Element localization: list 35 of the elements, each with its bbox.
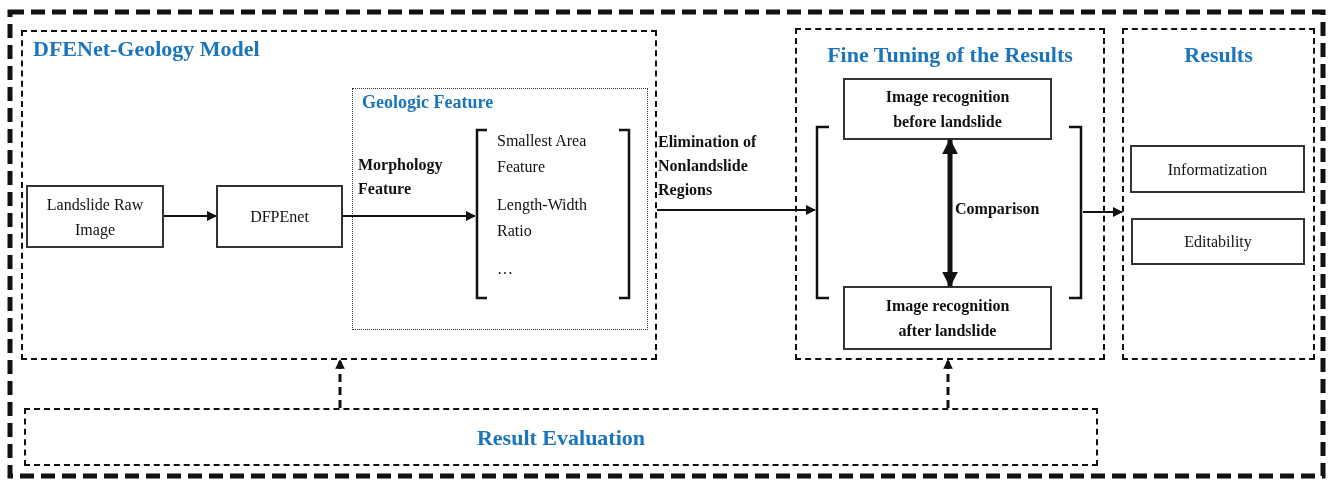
panel-title: Result Evaluation <box>475 425 647 451</box>
feature-item: … <box>497 259 514 279</box>
edge-label: Morphology Feature <box>358 155 444 199</box>
arrow <box>656 205 816 215</box>
dashed-arrow <box>943 359 953 408</box>
panel-title: Fine Tuning of the Results <box>826 42 1074 68</box>
process-box <box>26 185 164 248</box>
module-panel <box>21 30 657 360</box>
panel-title: Results <box>1183 42 1254 68</box>
output-box <box>1130 145 1305 193</box>
arrow <box>942 138 958 288</box>
box-label: DFPEnet <box>249 207 310 227</box>
arrow <box>163 211 217 221</box>
feature-panel <box>352 88 648 330</box>
edge-label: Elimination of Nonlandslide Regions <box>658 132 758 201</box>
box-label: Landslide Raw Image <box>45 194 145 241</box>
module-panel <box>795 28 1105 360</box>
box-label: Editability <box>1183 232 1253 253</box>
arrow <box>1082 207 1123 217</box>
module-panel <box>1122 28 1315 360</box>
process-box <box>843 78 1052 140</box>
dashed-arrow <box>335 359 345 408</box>
feature-item: Smallest Area Feature <box>497 131 588 177</box>
panel-title: DFENet-Geology Model <box>33 36 260 62</box>
feature-item: Length-Width Ratio <box>497 195 588 241</box>
process-box <box>843 286 1052 350</box>
box-label: Image recognition before landslide <box>884 87 1011 132</box>
evaluation-panel <box>24 408 1098 466</box>
box-label: Image recognition after landslide <box>884 296 1011 341</box>
output-box <box>1131 218 1305 265</box>
panel-title: Geologic Feature <box>362 92 494 113</box>
box-label: Informatization <box>1166 159 1269 180</box>
process-box <box>216 185 343 248</box>
edge-label: Comparison <box>955 199 1041 220</box>
arrow <box>342 211 476 221</box>
